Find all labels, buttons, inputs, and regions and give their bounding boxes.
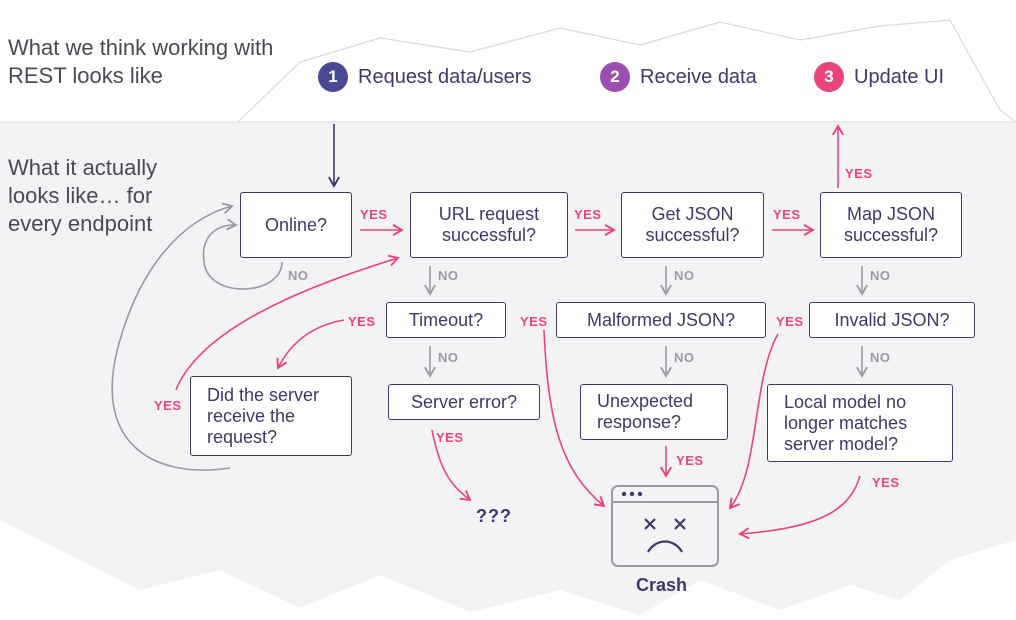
ideal-step-2: 2 Receive data (600, 62, 757, 92)
yes-label: YES (676, 453, 704, 468)
step-number-badge: 2 (600, 62, 630, 92)
yes-label: YES (360, 207, 388, 222)
ideal-step-3: 3 Update UI (814, 62, 944, 92)
no-label: NO (674, 268, 695, 283)
no-label: NO (438, 268, 459, 283)
node-server-error: Server error? (388, 384, 540, 420)
step-label: Request data/users (358, 65, 532, 88)
yes-label: YES (154, 398, 182, 413)
node-timeout: Timeout? (386, 302, 506, 338)
yes-label: YES (845, 166, 873, 181)
no-label: NO (870, 268, 891, 283)
node-map-json: Map JSON successful? (820, 192, 962, 258)
no-label: NO (288, 268, 309, 283)
yes-label: YES (872, 475, 900, 490)
no-label: NO (870, 350, 891, 365)
no-label: NO (674, 350, 695, 365)
step-label: Update UI (854, 65, 945, 88)
node-unexpected-response: Unexpected response? (580, 384, 728, 440)
yes-label: YES (574, 207, 602, 222)
step-number-badge: 1 (318, 62, 348, 92)
node-get-json: Get JSON successful? (621, 192, 764, 258)
crash-window-icon (611, 485, 719, 567)
node-invalid-json: Invalid JSON? (809, 302, 975, 338)
yes-label: YES (773, 207, 801, 222)
ideal-step-1: 1 Request data/users (318, 62, 531, 92)
step-label: Receive data (640, 65, 757, 88)
step-number-badge: 3 (814, 62, 844, 92)
yes-label: YES (776, 314, 804, 329)
crash-label: Crash (636, 575, 688, 595)
node-malformed-json: Malformed JSON? (556, 302, 766, 338)
node-online: Online? (240, 192, 352, 258)
no-label: NO (438, 350, 459, 365)
node-did-server-receive: Did the server receive the request? (190, 376, 352, 456)
reality-heading: What it actually looks like… for every e… (8, 155, 158, 236)
unknown-outcome: ??? (476, 506, 512, 526)
node-url-request: URL request successful? (410, 192, 568, 258)
yes-label: YES (520, 314, 548, 329)
yes-label: YES (348, 314, 376, 329)
node-local-model: Local model no longer matches server mod… (767, 384, 953, 462)
ideal-heading: What we think working with REST looks li… (8, 35, 274, 88)
yes-label: YES (436, 430, 464, 445)
